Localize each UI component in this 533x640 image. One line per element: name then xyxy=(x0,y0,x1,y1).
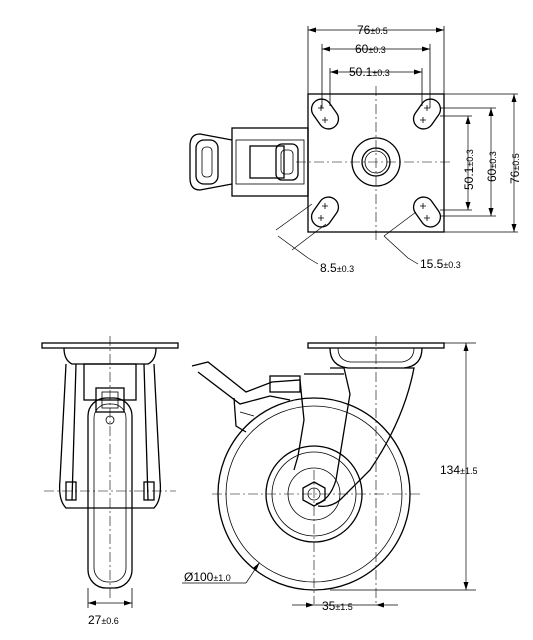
top-view: 76±0.5 60±0.3 50.1±0.3 50.1±0.3 xyxy=(189,23,522,275)
dim-60-tol: ±0.3 xyxy=(368,45,385,55)
dim-wheel-width-tol: ±0.6 xyxy=(101,616,118,626)
dim-wheel-width-value: 27 xyxy=(88,613,102,627)
dim-76-side-tol: ±0.5 xyxy=(511,153,521,170)
svg-text:50.1±0.3: 50.1±0.3 xyxy=(462,149,476,190)
dim-slot-width: 8.5±0.3 xyxy=(275,203,354,275)
dim-60-side: 60±0.3 xyxy=(440,107,499,217)
dim-slot-length-tol: ±0.3 xyxy=(443,260,460,270)
dim-slot-length: 15.5±0.3 xyxy=(383,211,461,271)
brake-top xyxy=(189,127,309,197)
svg-text:76±0.5: 76±0.5 xyxy=(357,23,388,37)
dim-76-tol: ±0.5 xyxy=(370,26,387,36)
svg-text:8.5±0.3: 8.5±0.3 xyxy=(320,261,354,275)
dim-height-value: 134 xyxy=(440,463,460,477)
dim-60-side-value: 60 xyxy=(485,168,499,182)
dim-60-top: 60±0.3 xyxy=(321,42,431,108)
dim-60-value: 60 xyxy=(355,42,369,56)
dim-50-side-value: 50.1 xyxy=(462,166,476,190)
dim-height: 134±1.5 xyxy=(330,342,477,591)
dim-50-value: 50.1 xyxy=(349,65,373,79)
svg-text:60±0.3: 60±0.3 xyxy=(355,42,386,56)
dim-50-side-tol: ±0.3 xyxy=(465,149,475,166)
svg-text:60±0.3: 60±0.3 xyxy=(485,151,499,182)
dim-50-side: 50.1±0.3 xyxy=(440,115,476,211)
dim-50-tol: ±0.3 xyxy=(372,68,389,78)
dim-slot-width-value: 8.5 xyxy=(320,261,337,275)
dim-offset: 35±1.5 xyxy=(292,599,398,613)
mounting-slots xyxy=(310,98,442,228)
svg-text:134±1.5: 134±1.5 xyxy=(440,463,477,477)
dim-76-side: 76±0.5 xyxy=(444,93,522,233)
dim-60-side-tol: ±0.3 xyxy=(488,151,498,168)
dim-76-value: 76 xyxy=(357,23,371,37)
front-view: 27±0.6 xyxy=(41,336,179,627)
svg-text:27±0.6: 27±0.6 xyxy=(88,613,119,627)
svg-text:76±0.5: 76±0.5 xyxy=(508,153,522,184)
dim-height-tol: ±1.5 xyxy=(460,466,477,476)
side-view: 134±1.5 Ø100±1.0 35±1.5 xyxy=(182,336,477,613)
dim-diameter-tol: ±1.0 xyxy=(213,573,230,583)
dim-76-top: 76±0.5 xyxy=(307,23,445,94)
brake-side xyxy=(191,361,305,471)
dim-offset-tol: ±1.5 xyxy=(335,602,352,612)
dim-slot-length-value: 15.5 xyxy=(420,257,444,271)
svg-text:15.5±0.3: 15.5±0.3 xyxy=(420,257,461,271)
dim-76-side-value: 76 xyxy=(508,170,522,184)
dim-50-top: 50.1±0.3 xyxy=(329,65,423,106)
svg-text:Ø100±1.0: Ø100±1.0 xyxy=(184,570,231,584)
svg-text:50.1±0.3: 50.1±0.3 xyxy=(349,65,390,79)
dim-slot-width-tol: ±0.3 xyxy=(337,264,354,274)
dim-diameter: Ø100±1.0 xyxy=(182,562,260,584)
dim-offset-value: 35 xyxy=(322,599,336,613)
dim-diameter-value: Ø100 xyxy=(184,570,214,584)
svg-text:35±1.5: 35±1.5 xyxy=(322,599,353,613)
dim-wheel-width: 27±0.6 xyxy=(87,588,133,627)
kingpin-outer xyxy=(351,137,401,187)
